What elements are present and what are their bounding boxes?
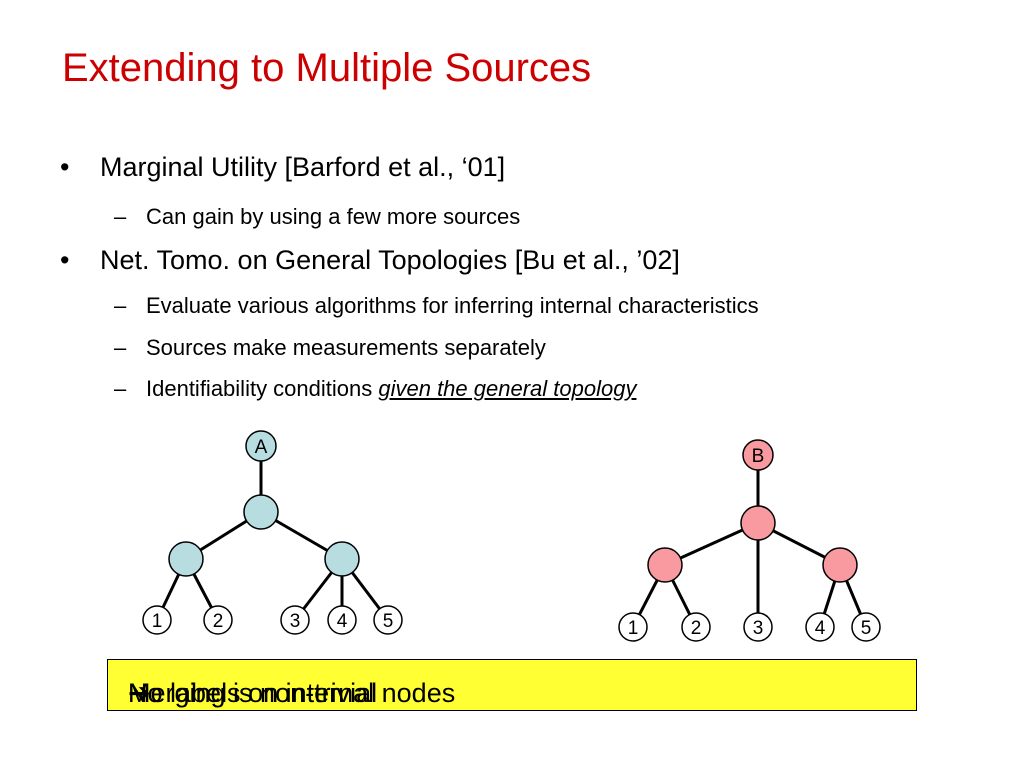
internal-node — [822, 547, 858, 583]
leaf-label: 1 — [628, 618, 639, 639]
leaf-node — [681, 612, 711, 642]
bullet-marker: • — [60, 245, 70, 275]
sub-bullet-emphasis: given the general topology — [378, 376, 637, 401]
tree-a-edges — [155, 446, 390, 621]
leaf-node — [142, 605, 172, 635]
callout-text-before: No labels on internal nodes — [128, 678, 456, 708]
sub-bullet-text: Identifiability conditions given the gen… — [146, 376, 636, 402]
callout-text-after: Merging is non-trivial — [128, 678, 378, 708]
tree-a: A 1 2 3 4 5 — [142, 430, 403, 635]
internal-node — [647, 547, 683, 583]
sub-bullet-plain-text: Identifiability conditions — [146, 376, 379, 401]
internal-node — [243, 494, 279, 530]
internal-node — [168, 541, 204, 577]
leaf-label: 2 — [213, 611, 224, 632]
tree-b-leaf-labels: 1 2 3 4 5 — [628, 618, 872, 639]
source-node-a — [245, 430, 277, 462]
tree-b-edges — [631, 455, 868, 628]
sub-bullet-text: Evaluate various algorithms for inferrin… — [146, 293, 759, 318]
sub-bullet-marker: – — [114, 293, 127, 318]
leaf-node — [618, 612, 648, 642]
tree-b-leaves — [618, 612, 881, 642]
leaf-label: 5 — [861, 618, 872, 639]
tree-b: B 1 2 3 4 5 — [618, 439, 881, 642]
leaf-node — [373, 605, 403, 635]
bullet-text: Marginal Utility [Barford et al., ‘01] — [100, 152, 506, 182]
sub-bullet-marker: – — [114, 335, 127, 360]
leaf-label: 4 — [815, 618, 826, 639]
bullet-text: Net. Tomo. on General Topologies [Bu et … — [100, 245, 680, 275]
leaf-node — [743, 612, 773, 642]
leaf-node — [805, 612, 835, 642]
source-node-b — [742, 439, 774, 471]
sub-bullet-marker: – — [114, 376, 127, 401]
leaf-node — [280, 605, 310, 635]
sub-bullet-marker: – — [114, 204, 127, 229]
sub-bullet-text: Sources make measurements separately — [146, 335, 546, 360]
leaf-label: 3 — [290, 611, 301, 632]
leaf-node — [851, 612, 881, 642]
source-label-a: A — [255, 437, 268, 458]
bullet-marker: • — [60, 152, 70, 182]
leaf-node — [203, 605, 233, 635]
internal-node — [324, 541, 360, 577]
internal-node — [740, 505, 776, 541]
sub-bullet-text: Can gain by using a few more sources — [146, 204, 521, 229]
arrow-right-icon: ➔ — [128, 678, 151, 709]
callout-box: No labels on internal nodes ➔ Merging is… — [107, 659, 917, 711]
leaf-label: 4 — [337, 611, 348, 632]
tree-a-leaves — [142, 605, 403, 635]
leaf-node — [327, 605, 357, 635]
tree-a-leaf-labels: 1 2 3 4 5 — [152, 611, 394, 632]
source-label-b: B — [752, 446, 765, 467]
leaf-label: 5 — [383, 611, 394, 632]
slide-title: Extending to Multiple Sources — [62, 46, 592, 90]
leaf-label: 3 — [753, 618, 764, 639]
leaf-label: 1 — [152, 611, 163, 632]
leaf-label: 2 — [691, 618, 702, 639]
